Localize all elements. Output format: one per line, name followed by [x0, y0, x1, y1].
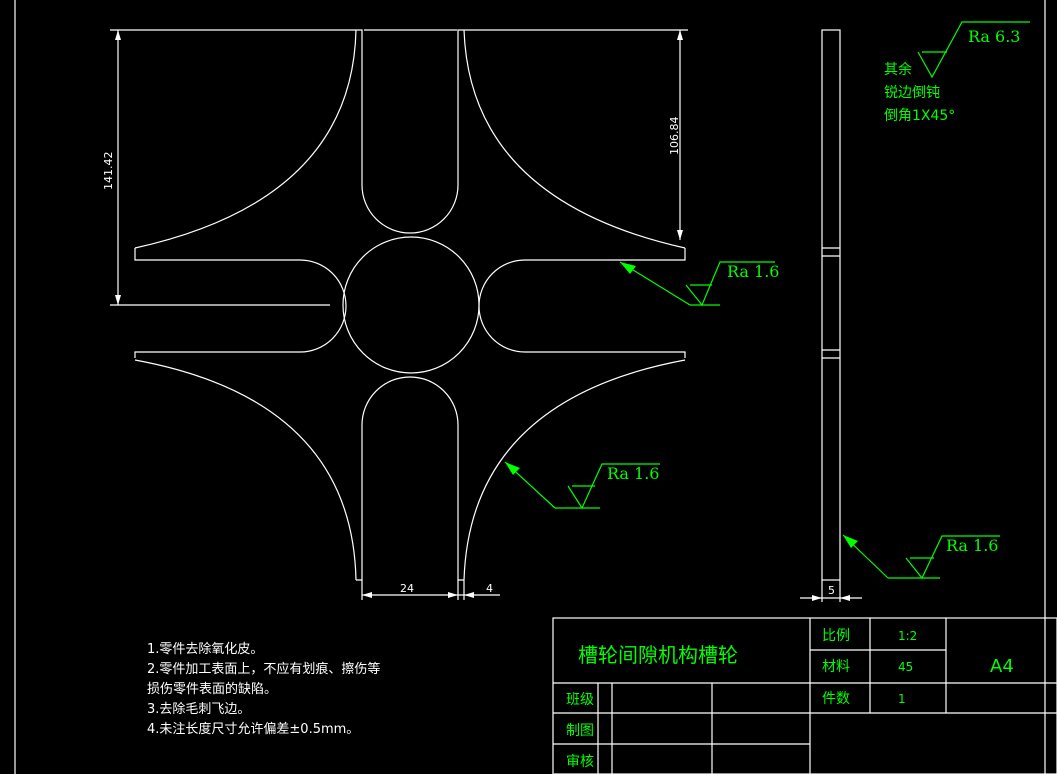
- material-label: 材料: [822, 659, 850, 675]
- roughness-general: Ra 6.3 其余 锐边倒钝 倒角1X45°: [884, 21, 1030, 124]
- count-label: 件数: [822, 691, 850, 707]
- tech-note-5: 4.未注长度尺寸允许偏差±0.5mm。: [147, 721, 359, 737]
- general-note-line2: 锐边倒钝: [884, 85, 940, 101]
- dimension-thickness-text: 5: [828, 584, 835, 597]
- dimension-height-slot: 106.84: [464, 29, 688, 240]
- title-block: 槽轮间隙机构槽轮 比例 1:2 材料 45 件数 1 A4 班级 制图 审核: [552, 617, 1057, 774]
- roughness-side-text: Ra 1.6: [946, 536, 998, 555]
- drawn-label: 制图: [566, 723, 594, 739]
- count-value: 1: [898, 692, 906, 706]
- material-value: 45: [898, 660, 913, 674]
- tech-note-3: 损伤零件表面的缺陷。: [147, 681, 277, 697]
- side-view: 5: [800, 29, 862, 602]
- check-label: 审核: [566, 754, 594, 770]
- roughness-side: Ra 1.6: [842, 534, 1000, 580]
- dimension-width-slot-text: 24: [400, 582, 414, 595]
- roughness-slot-text: Ra 1.6: [727, 262, 779, 281]
- geneva-wheel-outline: [110, 29, 686, 581]
- technical-notes: 1.零件去除氧化皮。 2.零件加工表面上，不应有划痕、擦伤等 损伤零件表面的缺陷…: [147, 642, 380, 737]
- roughness-arc-text: Ra 1.6: [607, 464, 659, 483]
- drawing-frame: [14, 0, 1046, 774]
- class-label: 班级: [566, 692, 594, 708]
- tech-note-4: 3.去除毛刺飞边。: [147, 702, 250, 717]
- dimension-height-total: 141.42: [102, 29, 356, 305]
- tech-note-1: 1.零件去除氧化皮。: [147, 642, 263, 657]
- dimension-height-total-text: 141.42: [102, 152, 115, 191]
- general-note-line3: 倒角1X45°: [884, 108, 955, 124]
- scale-label: 比例: [822, 628, 850, 644]
- roughness-main-text: Ra 6.3: [968, 27, 1020, 46]
- scale-value: 1:2: [898, 629, 917, 643]
- roughness-arc: Ra 1.6: [504, 461, 660, 510]
- dimension-height-slot-text: 106.84: [668, 117, 681, 156]
- dimension-gap-text: 4: [486, 582, 493, 595]
- tech-note-2: 2.零件加工表面上，不应有划痕、擦伤等: [147, 661, 380, 677]
- dimension-width-slot: 24 4: [361, 580, 500, 600]
- general-note-line1: 其余: [884, 61, 912, 78]
- drawing-title: 槽轮间隙机构槽轮: [578, 643, 738, 667]
- roughness-slot: Ra 1.6: [619, 261, 779, 307]
- sheet-size: A4: [990, 656, 1014, 677]
